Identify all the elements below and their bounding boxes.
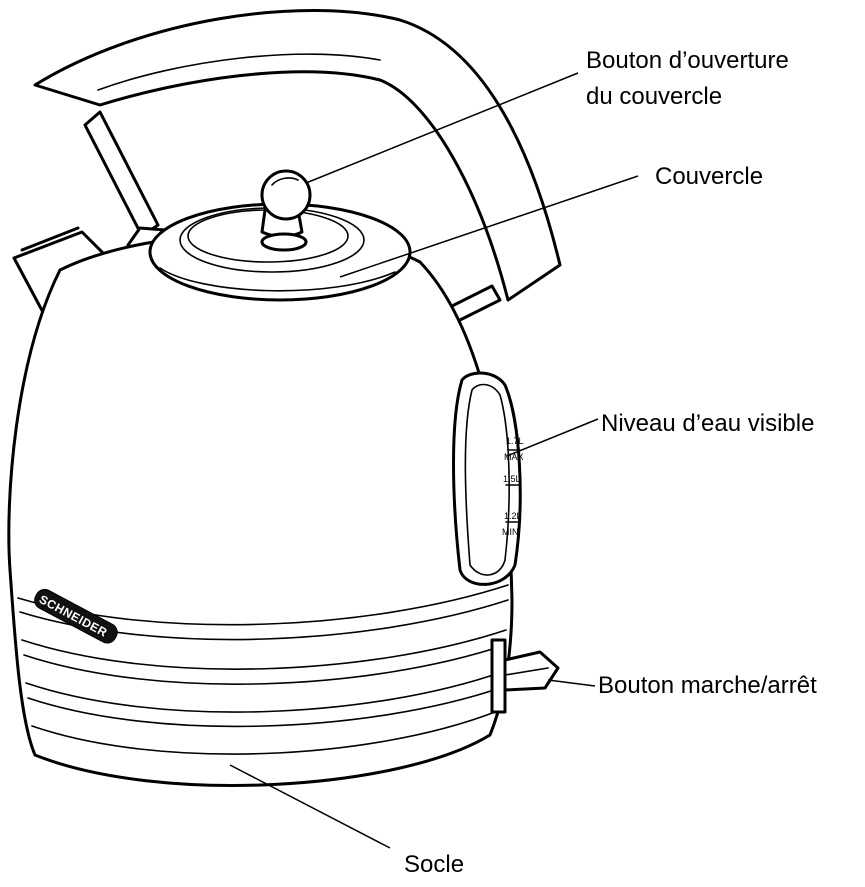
gauge-min: MIN	[502, 527, 519, 537]
lid-knob	[260, 169, 312, 252]
water-level-window: 1.7L MAX 1.5L 1.2L MIN	[452, 371, 524, 586]
leader-lid	[339, 175, 639, 278]
leader-switch	[547, 679, 596, 687]
leader-base	[229, 764, 391, 849]
label-switch: Bouton marche/arrêt	[598, 672, 817, 699]
kettle-body	[7, 231, 514, 787]
on-off-switch	[490, 638, 560, 714]
gauge-mid-volume: 1.5L	[503, 474, 521, 484]
label-knob-line2: du couvercle	[586, 83, 722, 110]
label-lid: Couvercle	[655, 163, 763, 190]
label-base: Socle	[404, 851, 464, 878]
leader-water-level	[506, 418, 599, 457]
gauge-max-volume: 1.7L	[506, 436, 524, 446]
label-water-level: Niveau d’eau visible	[601, 410, 814, 437]
label-knob-line1: Bouton d’ouverture	[586, 47, 789, 74]
leader-knob	[305, 72, 579, 184]
gauge-min-volume: 1.2L	[504, 511, 522, 521]
gauge-max: MAX	[504, 452, 524, 462]
